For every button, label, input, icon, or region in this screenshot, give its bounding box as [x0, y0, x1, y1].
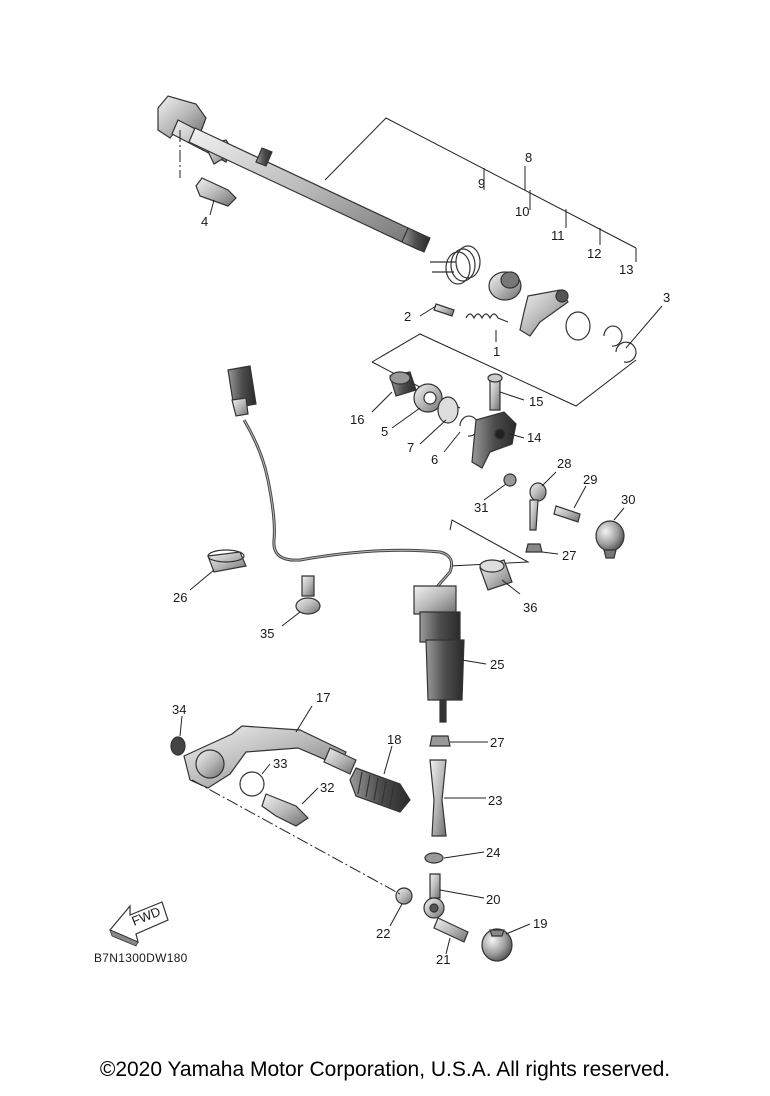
- group-14-bracket: [371, 333, 637, 409]
- washer-34: [170, 736, 186, 756]
- spring-1: [465, 313, 509, 323]
- sensor-wire: [227, 365, 454, 589]
- nut-24: [424, 852, 444, 864]
- collar-10: [488, 271, 522, 301]
- label-part-35: 35: [260, 626, 274, 641]
- label-part-21: 21: [436, 952, 450, 967]
- label-part-24: 24: [486, 845, 500, 860]
- nut-27-upper: [525, 543, 543, 553]
- o-ring-33: [239, 771, 265, 797]
- label-part-7: 7: [407, 440, 414, 455]
- label-part-8: 8: [525, 150, 532, 165]
- shift-shaft-assembly: [157, 95, 431, 253]
- diagram-code: B7N1300DW180: [94, 951, 188, 965]
- label-part-30: 30: [621, 492, 635, 507]
- label-part-3: 3: [663, 290, 670, 305]
- shift-lever-11: [519, 289, 569, 337]
- part-labels: 8 9 10 4 11 12 13 3 2 1 15 16 5 14 7 6 2…: [172, 150, 670, 967]
- cap-36: [479, 559, 513, 591]
- washer-7: [437, 396, 459, 424]
- label-part-27-upper: 27: [562, 548, 576, 563]
- parts-diagram: FWD B7N1300DW180: [94, 95, 670, 967]
- label-part-36: 36: [523, 600, 537, 615]
- label-part-17: 17: [316, 690, 330, 705]
- label-part-6: 6: [431, 452, 438, 467]
- rod-end-20: [423, 873, 445, 919]
- bearing-5: [413, 383, 443, 413]
- label-part-31: 31: [474, 500, 488, 515]
- pin-4: [179, 130, 237, 207]
- leader-lines: [179, 199, 663, 955]
- nut-27-lower: [429, 735, 451, 747]
- group-8-bracket: [324, 117, 637, 262]
- label-part-25: 25: [490, 657, 504, 672]
- ball-joint-19: [481, 928, 513, 962]
- label-part-15: 15: [529, 394, 543, 409]
- torsion-spring-9: [430, 245, 481, 285]
- label-part-5: 5: [381, 424, 388, 439]
- shift-sensor-25: [413, 585, 465, 723]
- label-part-2: 2: [404, 309, 411, 324]
- label-part-34: 34: [172, 702, 186, 717]
- label-part-9: 9: [478, 176, 485, 191]
- label-part-1: 1: [493, 344, 500, 359]
- bolt-21: [433, 917, 469, 943]
- shift-rod-23: [429, 759, 447, 837]
- group-25-bracket: [449, 519, 530, 567]
- shift-pedal-17: [183, 725, 357, 789]
- fwd-arrow-icon: FWD: [109, 901, 169, 947]
- nut-22: [395, 887, 413, 905]
- clamp-26: [207, 549, 247, 573]
- label-part-11: 11: [551, 228, 565, 243]
- label-part-10: 10: [515, 204, 529, 219]
- label-part-14: 14: [527, 430, 541, 445]
- label-part-4: 4: [201, 214, 208, 229]
- grommet-35: [295, 575, 321, 615]
- label-part-20: 20: [486, 892, 500, 907]
- label-part-26: 26: [173, 590, 187, 605]
- bolt-2: [433, 303, 455, 317]
- label-part-32: 32: [320, 780, 334, 795]
- label-part-19: 19: [533, 916, 547, 931]
- ball-joint-30: [595, 520, 625, 559]
- label-part-23: 23: [488, 793, 502, 808]
- rod-end-28: [529, 482, 547, 531]
- circlip-13: [603, 325, 623, 347]
- label-part-13: 13: [619, 262, 633, 277]
- label-part-12: 12: [587, 246, 601, 261]
- bolt-32: [261, 793, 309, 827]
- label-part-18: 18: [387, 732, 401, 747]
- washer-12: [565, 311, 591, 341]
- label-part-27-lower: 27: [490, 735, 504, 750]
- collar-16: [389, 371, 417, 397]
- pedal-rubber-18: [349, 767, 411, 813]
- shift-arm-14: [471, 373, 517, 469]
- label-part-33: 33: [273, 756, 287, 771]
- label-part-29: 29: [583, 472, 597, 487]
- circlip-3: [615, 341, 637, 363]
- copyright-notice: ©2020 Yamaha Motor Corporation, U.S.A. A…: [99, 1058, 671, 1081]
- label-part-16: 16: [350, 412, 364, 427]
- nut-31: [503, 473, 517, 487]
- label-part-22: 22: [376, 926, 390, 941]
- label-part-28: 28: [557, 456, 571, 471]
- bolt-29: [553, 505, 581, 523]
